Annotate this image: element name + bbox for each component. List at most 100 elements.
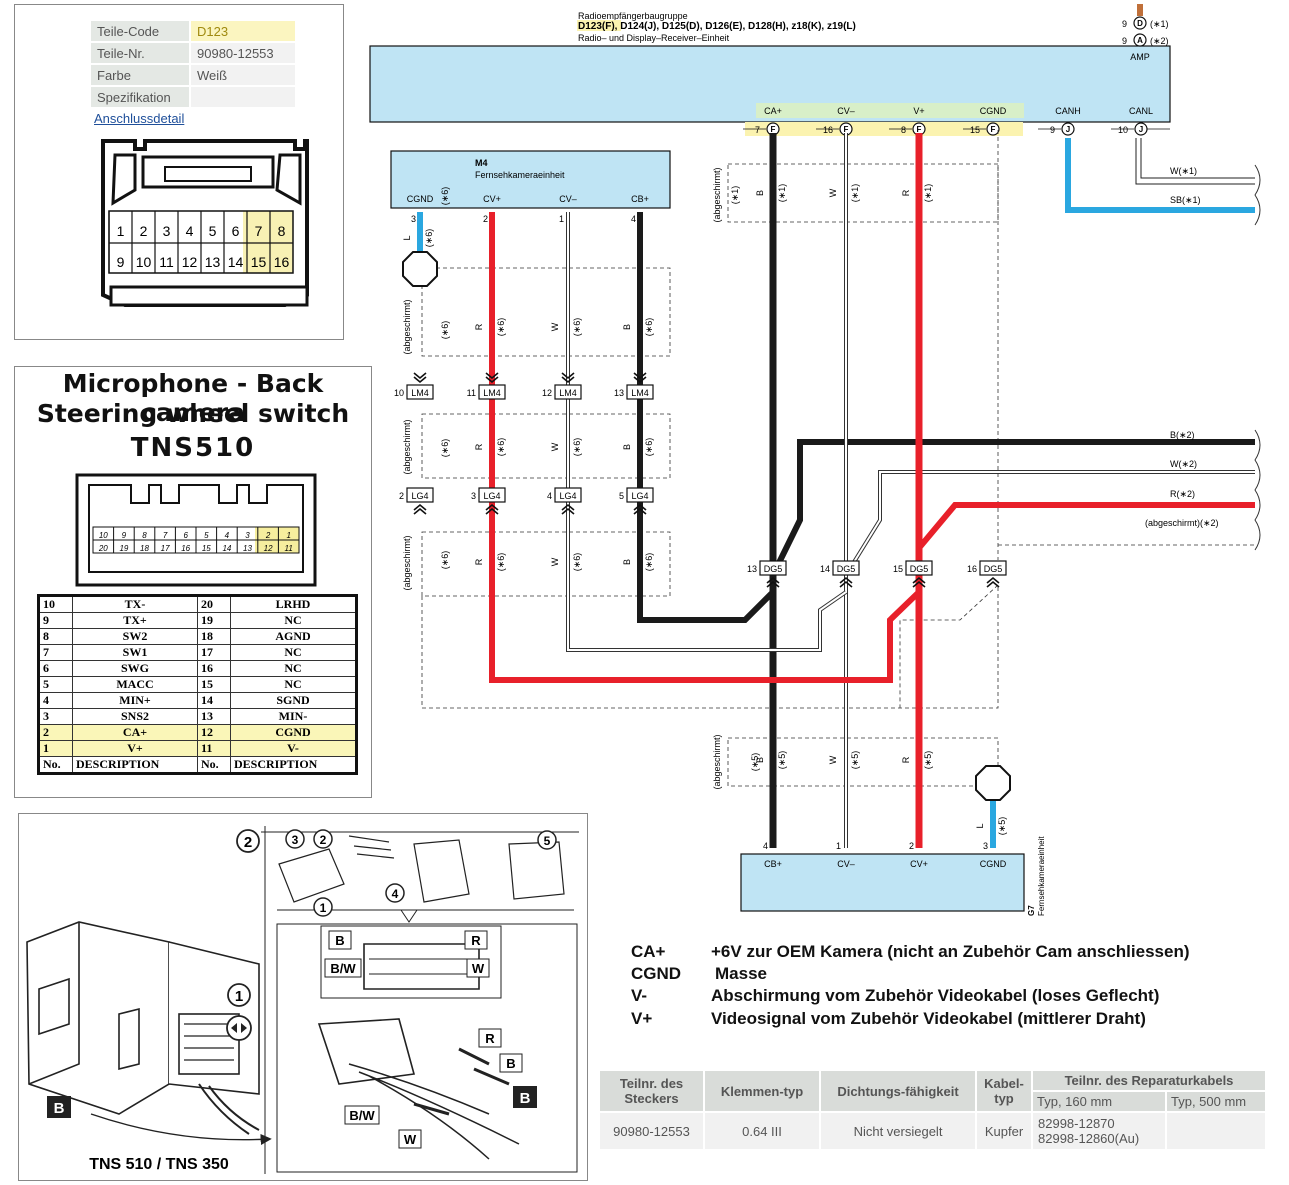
wire-note: (∗6) (572, 438, 582, 457)
installation-illustration: 2 1 B TNS 510 / TNS 350 3 2 1 4 5 (26, 826, 579, 1174)
connector-number: 11 (467, 388, 476, 398)
radio-pin-number: 10 (1118, 125, 1128, 135)
info-key: Teile-Code (91, 21, 189, 41)
tns-pin-label: 11 (285, 544, 293, 553)
wire-note: (∗6) (644, 318, 654, 337)
cell-cable: Kupfer (977, 1113, 1031, 1149)
g7-code: G7 (1027, 905, 1036, 916)
shield-note: (∗6) (440, 551, 450, 570)
tns-pin-label: 17 (161, 544, 170, 553)
connector-pin-label: 9 (117, 254, 125, 270)
radio-pin-name: CANL (1129, 106, 1153, 116)
connector-box (478, 384, 506, 400)
shield-note: (∗6) (440, 187, 450, 206)
wire-label: B/W (330, 961, 356, 976)
connector-pin-label: 5 (209, 223, 217, 239)
connector-number: 15 (893, 564, 903, 574)
top-pin-connector: D (1137, 19, 1143, 28)
anschlussdetail-link[interactable]: Anschlussdetail (94, 111, 185, 126)
header-repair: Teilnr. des Reparaturkabels (1033, 1071, 1265, 1090)
wire-note: (∗5) (850, 751, 860, 770)
radio-pin-name: CV– (837, 106, 855, 116)
amp-label: AMP (1130, 52, 1150, 62)
tns-pin-label: 13 (243, 544, 252, 553)
g7-pin-name: CV+ (910, 859, 928, 869)
shield-label: (abgeschirmt) (402, 299, 412, 354)
tns-pin-label: 1 (286, 531, 290, 540)
right-wire-label: W(∗2) (1170, 459, 1197, 469)
connector-code: DG5 (764, 564, 783, 574)
m4-pin-number: 2 (483, 214, 488, 224)
connector-number: 13 (747, 564, 757, 574)
tns-pin-label: 15 (202, 544, 211, 553)
wire-note: (∗5) (777, 751, 787, 770)
radio-pin-connector: F (917, 125, 922, 134)
legend-text: +6V zur OEM Kamera (nicht an Zubehör Cam… (711, 942, 1190, 961)
pin-circle (1133, 33, 1147, 47)
connector-arrows-icon (561, 503, 575, 515)
radio-pin-name: V+ (913, 106, 924, 116)
m4-pin-name: CV+ (483, 194, 501, 204)
pin-cell: TX+ (72, 612, 198, 629)
connector-arrows-icon (633, 372, 647, 384)
wire-color-letter: W (828, 755, 838, 764)
wire-note: (∗6) (644, 553, 654, 572)
wire-note: (∗6) (496, 318, 506, 337)
pin-cell: 12 (197, 724, 231, 741)
top-pin-number: 9 (1122, 36, 1127, 46)
wire-note: (∗6) (572, 318, 582, 337)
shield-note: (∗1) (730, 186, 740, 205)
right-wire-label: SB(∗1) (1170, 195, 1201, 205)
connector-code: LG4 (411, 491, 428, 501)
radio-pin-connector: J (1066, 125, 1070, 134)
tns-pin-label: 5 (204, 531, 209, 540)
connector-arrows-icon (912, 576, 926, 588)
radio-title: Radioempfängerbaugruppe (578, 11, 688, 21)
wire-color-letter: W (550, 557, 560, 566)
tns-pin-label: 20 (98, 544, 108, 553)
tns510-panel: Microphone - Back camera Steering wheel … (14, 366, 372, 798)
illustration-caption: TNS 510 / TNS 350 (89, 1156, 229, 1173)
connector-arrows-icon (986, 576, 1000, 588)
pin-cell: 16 (197, 660, 231, 677)
connector-arrows-icon (413, 372, 427, 384)
shield-label: (abgeschirmt) (402, 535, 412, 590)
radio-pin-number: 16 (823, 125, 833, 135)
wire-color-letter: L (402, 235, 412, 240)
wire-note: (∗1) (850, 184, 860, 203)
ground-strap (1137, 4, 1143, 16)
info-value (191, 87, 295, 107)
cell-plug: 90980-12553 (600, 1113, 703, 1149)
label-b: B (520, 1090, 531, 1107)
wire-label: W (404, 1132, 417, 1147)
connector-code: LG4 (631, 491, 648, 501)
tns-pin-label: 10 (99, 531, 108, 540)
wire-color-letter: R (474, 558, 484, 565)
legend-key: CGND (631, 964, 682, 983)
legend-text: Masse (715, 964, 767, 983)
right-wire-label: W(∗1) (1170, 166, 1197, 176)
pin-circle (986, 122, 1000, 136)
connector-pin-label: 7 (255, 223, 263, 239)
connector-box (759, 560, 787, 576)
ground-octagon-icon (975, 765, 1011, 801)
connector-pin-label: 15 (251, 254, 267, 270)
m4-code: M4 (475, 158, 488, 168)
shield-label: (abgeschirmt) (712, 167, 722, 222)
wire-color-letter: L (975, 823, 985, 828)
step-label: 2 (320, 833, 327, 847)
connector-pin-label: 4 (186, 223, 194, 239)
radio-pin-connector: F (771, 125, 776, 134)
connector-pin-label: 12 (182, 254, 198, 270)
radio-pin-connector: F (991, 125, 996, 134)
tns-title-line1: Microphone - Back camera (62, 369, 324, 427)
legend-text: Videosignal vom Zubehör Videokabel (mitt… (711, 1009, 1146, 1028)
right-wire-label: (abgeschirmt)(∗2) (1145, 518, 1219, 528)
g7-pin-number: 4 (763, 841, 768, 851)
